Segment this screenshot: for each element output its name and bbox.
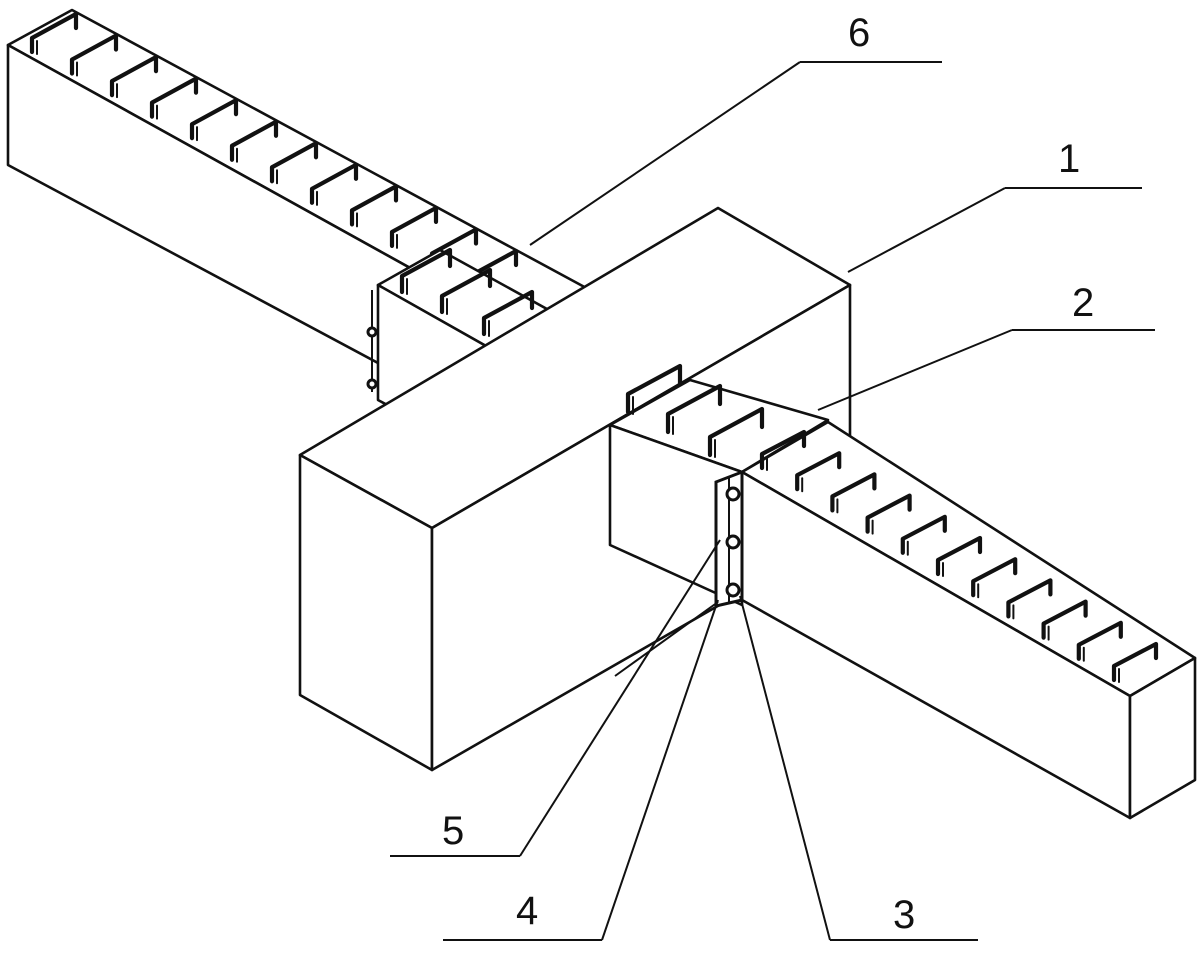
part-labels: 6 1 2 5 4 3	[442, 11, 1094, 937]
label-6: 6	[848, 11, 870, 55]
stirrup	[1076, 620, 1123, 661]
stirrup	[439, 267, 493, 315]
stirrup	[1111, 641, 1159, 683]
leader-4	[601, 599, 719, 941]
leader-6	[529, 61, 801, 246]
right-beam-stirrups	[759, 429, 1159, 683]
bolt	[725, 486, 741, 502]
stirrup	[349, 184, 399, 227]
label-2: 2	[1072, 281, 1094, 325]
leader-3	[739, 595, 831, 941]
stirrup	[759, 429, 807, 471]
stirrup	[1006, 578, 1053, 619]
stirrup	[865, 493, 912, 534]
left-stub-stirrups	[399, 247, 535, 337]
stirrup	[795, 451, 842, 492]
stirrup	[625, 363, 683, 415]
bolt	[725, 534, 741, 550]
leader-1	[847, 187, 1006, 273]
label-5: 5	[442, 809, 464, 853]
stirrup	[149, 76, 199, 119]
leader-4-branch	[614, 601, 719, 677]
left-stub-bolt	[366, 326, 378, 338]
connection-plate-assembly	[714, 469, 744, 608]
label-3: 3	[893, 893, 915, 937]
leader-2	[817, 329, 1013, 411]
leader-5	[519, 539, 721, 857]
right-beam-end-face	[1128, 656, 1197, 820]
stirrup	[935, 535, 983, 577]
stirrup	[69, 33, 119, 76]
stirrup	[229, 119, 279, 162]
right-stub-stirrups	[625, 363, 765, 458]
stirrup	[29, 11, 79, 55]
stirrup	[399, 247, 453, 295]
right-beam	[740, 420, 1197, 820]
bolt	[725, 582, 741, 598]
stirrup	[189, 98, 239, 141]
stirrup	[707, 406, 765, 458]
label-1: 1	[1058, 137, 1080, 181]
stirrup	[389, 205, 439, 249]
stirrup	[900, 514, 947, 555]
stirrup	[481, 289, 535, 337]
stirrup	[971, 557, 1018, 598]
leader-lines	[390, 61, 1155, 941]
label-4: 4	[516, 889, 538, 933]
stirrup	[1041, 599, 1088, 640]
stirrup	[269, 141, 319, 184]
stirrup	[830, 472, 877, 513]
left-stub-bolt	[366, 378, 378, 390]
stirrup	[309, 162, 359, 205]
stirrup	[109, 54, 159, 98]
stirrup	[665, 383, 723, 435]
